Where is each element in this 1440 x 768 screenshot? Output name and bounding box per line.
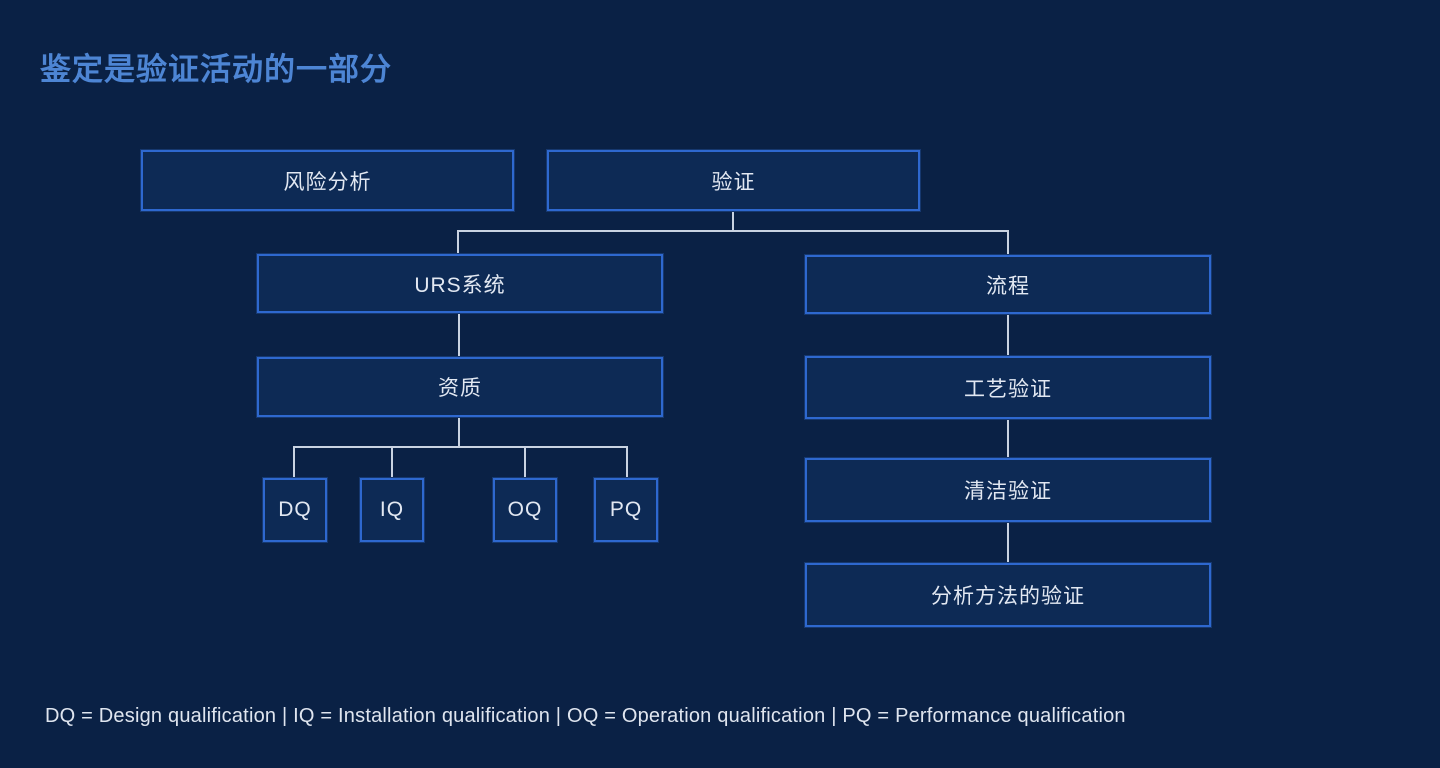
node-cleaning-validation-label: 清洁验证 [964, 480, 1052, 503]
node-urs-system: URS系统 [257, 254, 663, 313]
connector-qualification-split-horizontal [293, 446, 628, 448]
connector-process-to-process-validation [1007, 314, 1009, 356]
connector-validation-stub [732, 211, 734, 232]
connector-split-horizontal [457, 230, 1009, 232]
node-validation-label: 验证 [711, 170, 756, 194]
connector-split-right [1007, 230, 1009, 255]
node-pq-label: PQ [609, 498, 643, 521]
node-iq: IQ [360, 478, 424, 542]
node-qualification-label: 资质 [438, 377, 482, 400]
page-title: 鉴定是验证活动的一部分 [40, 52, 392, 87]
node-urs-system-label: URS系统 [414, 273, 506, 297]
connector-drop-oq [524, 446, 526, 478]
node-iq-label: IQ [379, 498, 405, 521]
abbreviation-footnote: DQ = Design qualification | IQ = Install… [45, 705, 1126, 727]
node-dq: DQ [263, 478, 327, 542]
connector-drop-dq [293, 446, 295, 478]
node-oq: OQ [493, 478, 557, 542]
node-process-label: 流程 [986, 274, 1030, 298]
node-cleaning-validation: 清洁验证 [805, 458, 1211, 522]
node-validation: 验证 [547, 150, 920, 211]
node-risk-analysis-label: 风险分析 [283, 170, 372, 194]
connector-qualification-stub [458, 417, 460, 448]
node-qualification: 资质 [257, 357, 663, 417]
node-process-validation: 工艺验证 [805, 356, 1211, 419]
node-analytical-method-validation: 分析方法的验证 [805, 563, 1211, 627]
node-process-validation-label: 工艺验证 [964, 377, 1052, 401]
connector-split-left [457, 230, 459, 254]
connector-urs-to-qualification [458, 313, 460, 357]
connector-cleaning-to-analytical [1007, 522, 1009, 563]
connector-drop-pq [626, 446, 628, 478]
connector-drop-iq [391, 446, 393, 478]
node-risk-analysis: 风险分析 [141, 150, 514, 211]
node-pq: PQ [594, 478, 658, 542]
node-oq-label: OQ [507, 498, 543, 521]
node-process: 流程 [805, 255, 1211, 314]
connector-process-validation-to-cleaning [1007, 419, 1009, 458]
node-dq-label: DQ [278, 498, 312, 521]
node-analytical-method-validation-label: 分析方法的验证 [931, 585, 1085, 608]
